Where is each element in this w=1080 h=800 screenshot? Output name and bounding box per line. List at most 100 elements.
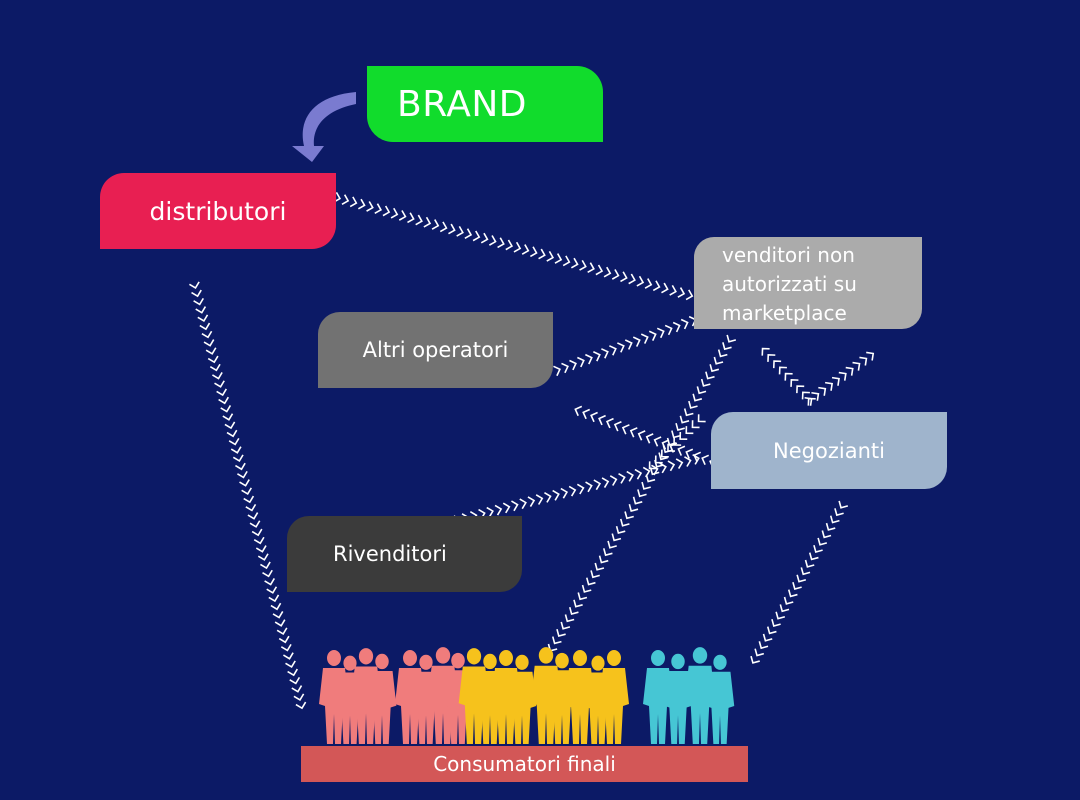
chevron-arrow-icon xyxy=(825,381,834,391)
chevron-arrow-icon xyxy=(618,473,626,484)
chevron-arrow-icon xyxy=(398,210,407,221)
chevron-arrow-icon xyxy=(574,405,583,417)
chevron-arrow-icon xyxy=(382,205,391,217)
chevron-arrow-icon xyxy=(270,602,282,611)
chevron-arrow-icon xyxy=(817,537,828,546)
chevron-arrow-icon xyxy=(692,393,703,402)
chevron-arrow-icon xyxy=(831,376,840,386)
chevron-arrow-icon xyxy=(262,569,273,578)
chevron-arrow-icon xyxy=(617,342,625,353)
chevron-arrow-icon xyxy=(779,604,790,613)
consumatori-finali-bar: Consumatori finali xyxy=(301,746,748,782)
chevron-arrow-icon xyxy=(513,241,522,253)
venditori-label-line-3: marketplace xyxy=(722,301,847,325)
chevron-arrow-icon xyxy=(251,528,263,537)
chevron-arrow-icon xyxy=(593,351,601,362)
chevron-arrow-icon xyxy=(603,266,612,278)
chevron-arrow-icon xyxy=(472,230,481,242)
venditori-label-line-1: venditori non xyxy=(722,243,855,267)
chevron-arrow-icon xyxy=(577,356,585,368)
chevron-arrow-icon xyxy=(825,522,836,531)
chevron-arrow-icon xyxy=(207,355,219,364)
chevron-arrow-icon xyxy=(582,408,591,420)
consumatori-finali-label: Consumatori finali xyxy=(433,752,616,776)
chevron-arrow-icon xyxy=(632,496,643,505)
chevron-arrow-icon xyxy=(621,424,630,435)
chevron-arrow-icon xyxy=(203,339,215,347)
chevron-arrow-icon xyxy=(609,345,617,356)
chevron-arrow-icon xyxy=(758,641,769,650)
chevron-arrow-icon xyxy=(415,214,423,226)
chevron-arrow-icon xyxy=(480,232,489,244)
chevron-arrow-icon xyxy=(838,371,847,381)
chevron-arrow-icon xyxy=(511,500,519,512)
chevron-arrow-icon xyxy=(648,330,657,341)
chevron-arrow-icon xyxy=(700,378,711,387)
chevron-arrow-icon xyxy=(667,443,676,452)
chevron-arrow-icon xyxy=(464,228,473,240)
chevron-arrow-icon xyxy=(679,415,690,424)
chevron-arrow-icon xyxy=(257,553,269,561)
chevron-arrow-icon xyxy=(224,421,236,430)
chevron-arrow-icon xyxy=(218,396,229,405)
chevron-arrow-icon xyxy=(683,408,694,417)
chevron-arrow-icon xyxy=(653,436,662,447)
chevron-arrow-icon xyxy=(390,207,399,219)
chevron-arrow-icon xyxy=(587,262,595,274)
chevron-arrow-icon xyxy=(804,559,815,568)
chevron-arrow-icon xyxy=(529,246,538,258)
chevron-arrow-icon xyxy=(538,248,546,260)
chevron-arrow-icon xyxy=(829,515,840,524)
altri-operatori-label: Altri operatori xyxy=(362,338,509,362)
chevron-arrow-icon xyxy=(688,400,698,409)
chevron-arrow-icon xyxy=(611,269,620,280)
chevron-arrow-icon xyxy=(205,347,217,355)
chevron-arrow-icon xyxy=(212,372,223,380)
chevron-arrow-icon xyxy=(519,498,527,510)
chevron-arrow-icon xyxy=(569,359,577,371)
chevron-arrow-icon xyxy=(280,643,292,652)
chevron-arrow-icon xyxy=(667,460,676,472)
chevron-arrow-icon xyxy=(602,548,613,557)
chevron-arrow-icon xyxy=(713,356,724,365)
chevron-arrow-icon xyxy=(274,619,286,627)
chevron-arrow-icon xyxy=(675,422,685,432)
chevron-arrow-icon xyxy=(585,577,596,586)
chevron-arrow-icon xyxy=(535,494,544,505)
chevron-arrow-icon xyxy=(197,314,209,323)
chevron-arrow-icon xyxy=(349,196,358,208)
chevron-arrow-icon xyxy=(576,483,585,495)
chevron-arrow-icon xyxy=(357,198,366,210)
curved-arrow-icon xyxy=(292,92,356,162)
flow-distributori-to-venditori xyxy=(333,191,694,301)
flow-extra-1 xyxy=(648,414,706,470)
distributori-label: distributori xyxy=(149,196,287,226)
chevron-arrow-icon xyxy=(439,221,448,233)
chevron-arrow-icon xyxy=(632,336,641,347)
chevron-arrow-icon xyxy=(241,487,252,496)
chevron-arrow-icon xyxy=(609,475,618,486)
chevron-arrow-icon xyxy=(796,574,807,583)
chevron-arrow-icon xyxy=(239,479,250,487)
chevron-arrow-icon xyxy=(581,584,592,593)
chevron-arrow-icon xyxy=(852,361,861,371)
chevron-arrow-icon xyxy=(585,353,593,365)
chevron-arrow-icon xyxy=(637,430,646,441)
chevron-arrow-icon xyxy=(767,353,776,362)
chevron-arrow-icon xyxy=(784,372,793,381)
chevron-arrow-icon xyxy=(560,621,571,630)
chevron-arrow-icon xyxy=(228,437,240,446)
person-silhouette xyxy=(705,654,735,744)
chevron-arrow-icon xyxy=(291,685,303,693)
flow-rivenditori-to-negozianti xyxy=(453,454,700,526)
chevron-arrow-icon xyxy=(216,388,227,397)
chevron-arrow-icon xyxy=(701,454,710,465)
chevron-arrow-icon xyxy=(249,520,261,528)
chevron-arrow-icon xyxy=(762,633,773,642)
chevron-arrow-icon xyxy=(722,342,732,351)
chevron-arrow-icon xyxy=(692,454,700,465)
chevron-arrow-icon xyxy=(691,420,700,429)
chevron-arrow-icon xyxy=(845,366,854,376)
person-silhouette xyxy=(599,650,629,744)
chevron-arrow-icon xyxy=(232,454,244,463)
